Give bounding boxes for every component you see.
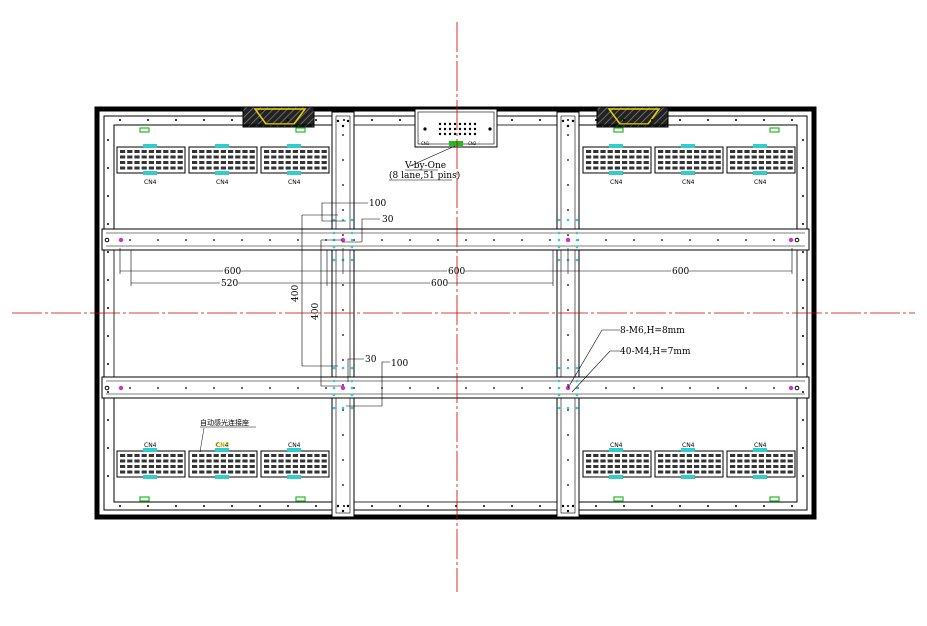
- receiving-card: CN4: [726, 442, 796, 479]
- module-frame-bottom-left: [113, 397, 333, 503]
- receiving-card: CN4: [260, 144, 330, 186]
- horizontal-beam-top: [101, 228, 810, 251]
- dim-100-bottom: 100: [391, 359, 408, 369]
- cn4-label: CN4: [754, 442, 767, 449]
- edge-connector-icon: [295, 496, 306, 502]
- mounting-hole-icon: [565, 237, 571, 243]
- vbyone-cn2-label: CN2: [468, 141, 477, 146]
- card-connector-icon: [143, 448, 157, 452]
- mounting-hole-icon: [788, 237, 794, 243]
- edge-connector-icon: [139, 496, 150, 502]
- mounting-hole-icon: [118, 385, 124, 391]
- cn4-label: CN4: [144, 179, 157, 186]
- card-connector-icon: [143, 144, 157, 148]
- vbyone-connector-box: CN1 CN2: [414, 108, 498, 148]
- cn4-label: CN4: [216, 179, 229, 186]
- receiving-card: CN4: [582, 442, 652, 479]
- cn4-label: CN4: [682, 179, 695, 186]
- dim-600-lower: 600: [431, 279, 448, 289]
- vbyone-cn1-label: CN1: [421, 141, 430, 146]
- mounting-hole-icon: [340, 385, 346, 391]
- cn4-label: CN4: [144, 442, 157, 449]
- vertical-beam-left: [331, 111, 355, 518]
- mounting-hole-icon: [118, 237, 124, 243]
- horizontal-beam-bottom: [101, 376, 810, 399]
- card-connector-icon: [287, 448, 301, 452]
- module-frame-top-right: [578, 124, 798, 230]
- card-connector-icon: [609, 144, 623, 148]
- vbyone-connector-icon: [449, 141, 463, 146]
- handle-left: [242, 106, 315, 128]
- edge-connector-icon: [769, 127, 780, 133]
- cn4-label: CN4: [288, 442, 301, 449]
- receiving-card: CN4: [654, 442, 724, 479]
- cn4-label: CN4: [610, 442, 623, 449]
- card-connector-icon: [287, 144, 301, 148]
- receiving-card: CN4: [260, 442, 330, 479]
- callout-m4: 40-M4,H=7mm: [620, 347, 691, 357]
- edge-connector-icon: [769, 496, 780, 502]
- cn4-label: CN4: [216, 442, 229, 449]
- dim-30-bottom: 30: [365, 355, 377, 365]
- receiving-card: CN4: [188, 442, 258, 479]
- receiving-card: CN4: [726, 144, 796, 186]
- cn4-label: CN4: [682, 442, 695, 449]
- vbyone-title: V-by-One: [404, 161, 446, 171]
- interface-note: 自动感光连接座: [200, 418, 249, 427]
- edge-connector-icon: [613, 127, 624, 133]
- dim-600-right: 600: [672, 267, 689, 277]
- edge-connector-icon: [139, 127, 150, 133]
- module-frame-bottom-right: [578, 397, 798, 503]
- dim-400-left: 400: [291, 285, 301, 302]
- edge-connector-icon: [295, 127, 306, 133]
- centerlines: [12, 22, 915, 592]
- receiving-card: CN4: [188, 144, 258, 186]
- vertical-beam-right: [556, 111, 580, 518]
- cn4-label: CN4: [610, 179, 623, 186]
- module-frame-top-left: [113, 124, 333, 230]
- handle-right: [596, 106, 669, 128]
- card-connector-icon: [215, 144, 229, 148]
- cn4-label: CN4: [288, 179, 301, 186]
- mounting-hole-icon: [340, 237, 346, 243]
- mounting-hole-icon: [788, 385, 794, 391]
- receiving-card: CN4: [582, 144, 652, 186]
- receiving-card: CN4: [116, 144, 186, 186]
- dim-30-top: 30: [382, 215, 394, 225]
- cn4-label: CN4: [754, 179, 767, 186]
- card-connector-icon: [681, 144, 695, 148]
- vbyone-subtitle: (8 lane,51 pins): [389, 170, 460, 181]
- edge-connector-icon: [613, 496, 624, 502]
- card-connector-icon: [753, 448, 767, 452]
- receiving-card: CN4: [116, 442, 186, 479]
- callout-m6: 8-M6,H=8mm: [620, 326, 685, 336]
- receiving-card: CN4: [654, 144, 724, 186]
- card-connector-icon: [215, 448, 229, 452]
- card-connector-icon: [681, 448, 695, 452]
- card-connector-icon: [609, 448, 623, 452]
- dim-600-left: 600: [224, 267, 241, 277]
- dim-400-right: 400: [311, 303, 321, 320]
- cn3-highlight-label: CN3: [215, 441, 230, 449]
- dim-100-top: 100: [369, 199, 386, 209]
- card-connector-icon: [753, 144, 767, 148]
- dim-520: 520: [221, 279, 238, 289]
